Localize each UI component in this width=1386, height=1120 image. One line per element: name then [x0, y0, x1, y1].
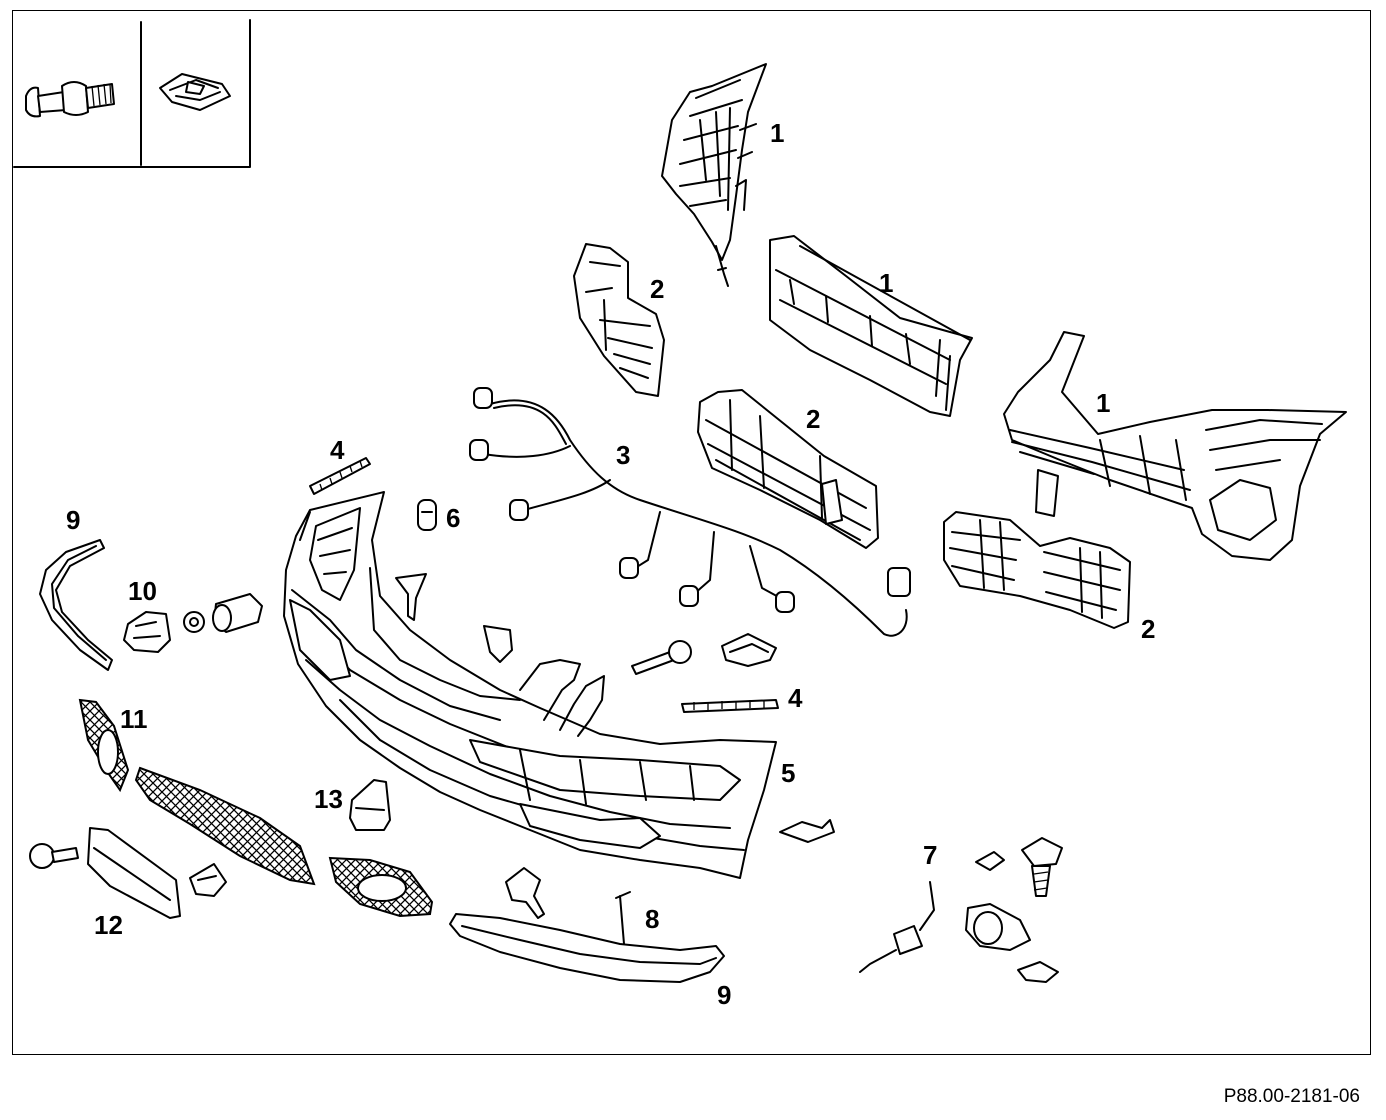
cover-13: [349, 779, 391, 831]
figure-code: P88.00-2181-06: [1223, 1086, 1360, 1107]
bumper-cover: [283, 491, 777, 879]
callout-2-left: 2: [650, 274, 665, 304]
grille-11: [78, 698, 130, 793]
clip-right: [975, 851, 1005, 871]
grille-right: [328, 856, 434, 918]
fastener-inset: [13, 19, 251, 168]
callout-8: 8: [645, 904, 660, 934]
expansion-rivet-icon: [25, 81, 115, 118]
trim-strip-left: [39, 539, 113, 671]
guide-bracket-left: [573, 243, 665, 397]
license-plate-holder: [87, 827, 181, 919]
callout-2-right: 2: [1141, 614, 1156, 644]
callout-1-center: 1: [879, 268, 894, 298]
callout-2-center: 2: [806, 404, 821, 434]
clip-nut-right: [1017, 961, 1059, 983]
screw-lower: [681, 699, 779, 713]
callout-6: 6: [446, 503, 461, 533]
sensor-7: [859, 881, 935, 973]
side-support-bracket: [1003, 331, 1347, 561]
clip-12: [189, 863, 227, 897]
callout-11: 11: [120, 704, 148, 734]
callout-12: 12: [94, 910, 123, 940]
callout-1-top: 1: [770, 118, 785, 148]
callout-4-upper: 4: [330, 435, 345, 465]
guide-bracket-center: [697, 389, 879, 549]
callout-13: 13: [314, 784, 343, 814]
clip-nut-icon: [159, 73, 231, 111]
callout-3: 3: [616, 440, 631, 470]
callout-10: 10: [128, 576, 157, 606]
screw-right: [1021, 837, 1063, 897]
clip-8: [505, 867, 631, 945]
callout-9-left: 9: [66, 505, 81, 535]
sensor-wiring-harness: [469, 387, 911, 637]
callout-9-lower: 9: [717, 980, 732, 1010]
trim-strip-lower: [449, 913, 725, 983]
washer-and-bracket-10: [123, 593, 263, 653]
mounting-bracket-top: [661, 63, 767, 287]
bumper-crossmember: [769, 235, 973, 417]
screw-upper: [309, 457, 371, 495]
screw-center: [631, 640, 692, 675]
grille-center: [134, 766, 316, 886]
callout-7: 7: [923, 840, 938, 870]
sensor-housing: [965, 903, 1031, 951]
callout-1-right: 1: [1096, 388, 1111, 418]
nut-clip-center: [721, 633, 777, 667]
guide-bracket-right: [943, 511, 1131, 629]
screw-12: [29, 843, 79, 869]
callout-5: 5: [781, 758, 796, 788]
callout-4-lower: 4: [788, 683, 803, 713]
rivet-right: [779, 819, 835, 843]
diagram-frame: [12, 10, 1371, 1055]
clip-6: [417, 499, 437, 531]
